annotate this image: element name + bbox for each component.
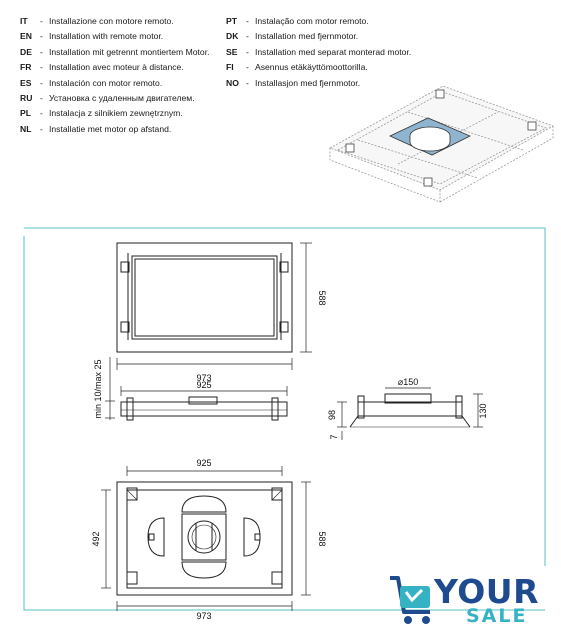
lang-text: Installation mit getrennt montiertem Mot… <box>49 46 210 57</box>
lang-row-it: IT -Installazione con motore remoto. <box>20 14 210 29</box>
dim-side-height-b: 130 <box>478 403 488 418</box>
lang-text: Установка с удаленным двигателем. <box>49 93 195 104</box>
lang-dash: - <box>40 16 43 26</box>
cart-icon <box>390 576 430 624</box>
isometric-view <box>329 85 554 203</box>
lang-text: Installation med fjernmotor. <box>255 31 359 42</box>
lang-dash: - <box>246 46 249 57</box>
lang-code: NO <box>226 77 239 88</box>
lang-dash: - <box>40 108 43 119</box>
lang-code: ES <box>20 77 32 88</box>
lang-text: Installation avec moteur à distance. <box>49 62 184 73</box>
lang-code: IT <box>20 16 28 26</box>
lang-code: SE <box>226 46 238 57</box>
lang-dash: - <box>40 93 43 104</box>
lang-dash: - <box>40 31 43 42</box>
dim-duct-diameter: ⌀150 <box>398 377 418 387</box>
lang-dash: - <box>40 46 43 57</box>
lang-code: FR <box>20 62 32 73</box>
lang-code: EN <box>20 31 32 42</box>
lang-row-de: DE-Installation mit getrennt montiertem … <box>20 45 210 60</box>
bottom-view <box>116 481 293 596</box>
dim-min-max: min 10/max 25 <box>93 359 103 418</box>
lang-dash: - <box>40 123 43 134</box>
lang-row-fi: FI -Asennus etäkäyttömoottorilla. <box>226 60 411 75</box>
lang-code: NL <box>20 123 32 134</box>
brand-logo: YOUR SALE <box>388 570 548 634</box>
dim-top-depth: 588 <box>317 290 327 305</box>
lang-text: Installatie met motor op afstand. <box>49 123 172 134</box>
lang-row-se: SE-Installation med separat monterad mot… <box>226 45 411 60</box>
lang-code: PT <box>226 16 237 26</box>
lang-text: Instalación con motor remoto. <box>49 77 163 88</box>
dim-bottom-inner-width: 925 <box>196 458 211 468</box>
lang-code: FI <box>226 62 234 73</box>
lang-code: PL <box>20 108 31 119</box>
lang-text: Instalação com motor remoto. <box>255 16 369 26</box>
language-list-left: IT-Installazione con motore remoto. EN-I… <box>20 14 210 137</box>
brand-line1: YOUR <box>434 572 539 611</box>
lang-dash: - <box>40 62 43 73</box>
brand-line2: SALE <box>466 605 528 627</box>
front-view <box>120 396 288 421</box>
dim-side-height-a: 98 <box>327 410 337 420</box>
lang-dash: - <box>246 31 249 42</box>
dim-front-width: 925 <box>196 380 211 390</box>
language-list-right: PT-Instalação com motor remoto. DK-Insta… <box>226 14 411 91</box>
dim-bottom-depth: 588 <box>317 531 327 546</box>
dim-bottom-inner-depth: 492 <box>91 531 101 546</box>
lang-row-no: NO-Installasjon med fjernmotor. <box>226 76 411 91</box>
top-view <box>116 242 293 353</box>
lang-text: Installation with remote motor. <box>49 31 164 42</box>
lang-row-fr: FR-Installation avec moteur à distance. <box>20 60 210 75</box>
lang-dash: - <box>246 62 249 73</box>
lang-row-dk: DK-Installation med fjernmotor. <box>226 29 411 44</box>
lang-text: Installation med separat monterad motor. <box>255 46 412 57</box>
lang-text: Installazione con motore remoto. <box>49 16 174 26</box>
lang-dash: - <box>246 77 249 88</box>
lang-row-pt: PT-Instalação com motor remoto. <box>226 14 411 29</box>
lang-dash: - <box>246 16 249 26</box>
lang-row-ru: RU-Установка с удаленным двигателем. <box>20 91 210 106</box>
side-view <box>349 393 471 428</box>
lang-code: DK <box>226 31 239 42</box>
lang-text: Installasjon med fjernmotor. <box>255 77 361 88</box>
lang-row-es: ES-Instalación con motor remoto. <box>20 76 210 91</box>
lang-text: Instalacja z silnikiem zewnętrznym. <box>49 108 183 119</box>
frame-border-top <box>24 227 546 566</box>
lang-text: Asennus etäkäyttömoottorilla. <box>255 62 368 73</box>
lang-row-en: EN-Installation with remote motor. <box>20 29 210 44</box>
lang-code: DE <box>20 46 32 57</box>
lang-row-nl: NL-Installatie met motor op afstand. <box>20 122 210 137</box>
lang-code: RU <box>20 93 33 104</box>
lang-row-pl: PL-Instalacja z silnikiem zewnętrznym. <box>20 106 210 121</box>
dim-bottom-width: 973 <box>196 611 211 621</box>
dim-top-width: 973 <box>196 373 211 383</box>
frame-border <box>23 236 545 611</box>
lang-dash: - <box>40 77 43 88</box>
dim-side-height-c: 7 <box>329 434 339 439</box>
